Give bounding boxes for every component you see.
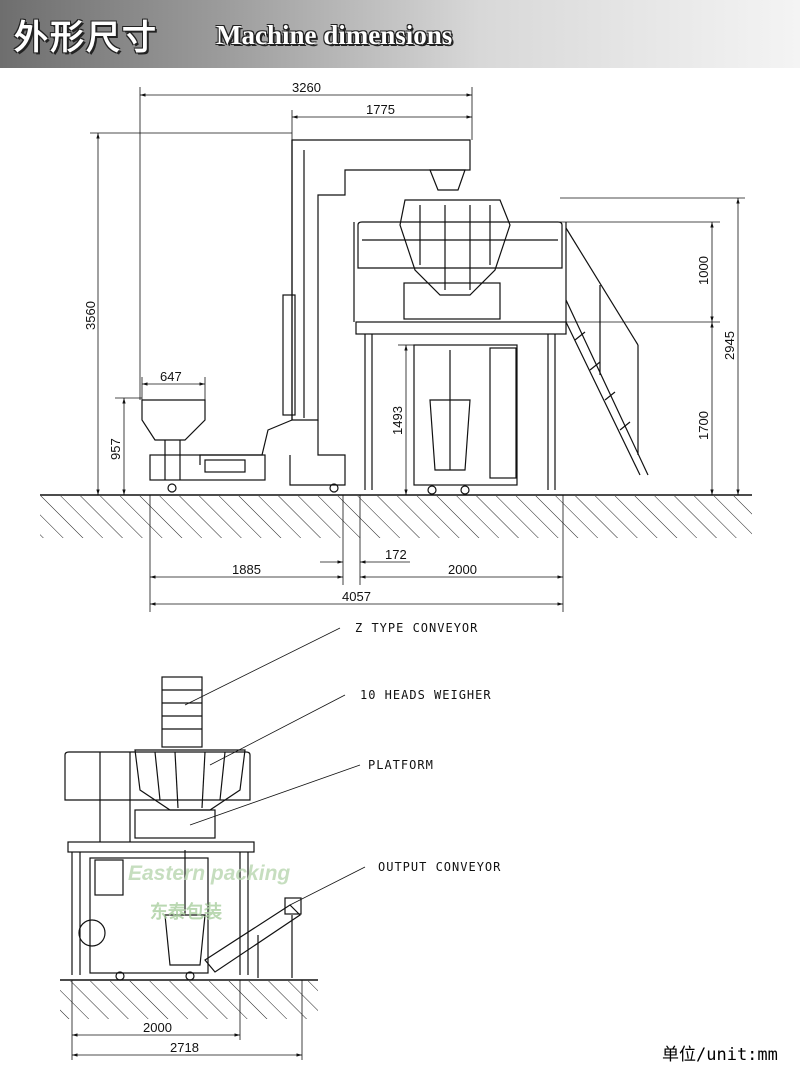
dim-4057: 4057 (342, 589, 371, 604)
front-dimensions (71, 980, 303, 1060)
side-view: 3260 1775 3560 647 957 1000 2945 1700 14… (40, 80, 752, 612)
title-english: Machine dimensions (216, 20, 453, 50)
dim-2945: 2945 (722, 331, 737, 360)
dim-front-2000: 2000 (143, 1020, 172, 1035)
component-labels: Z TYPE CONVEYOR 10 HEADS WEIGHER PLATFOR… (355, 621, 501, 874)
dim-1775: 1775 (366, 102, 395, 117)
label-platform: PLATFORM (368, 758, 434, 772)
title-banner: 外形尺寸 Machine dimensions (0, 0, 800, 68)
ground-side (40, 494, 752, 538)
technical-drawing: 3260 1775 3560 647 957 1000 2945 1700 14… (40, 80, 752, 1060)
dim-1493: 1493 (390, 406, 405, 435)
label-output-conveyor: OUTPUT CONVEYOR (378, 860, 501, 874)
unit-label: 单位/unit:mm (662, 1045, 778, 1065)
side-dimension-labels: 3260 1775 3560 647 957 1000 2945 1700 14… (83, 80, 737, 604)
dim-3260: 3260 (292, 80, 321, 95)
label-z-type-conveyor: Z TYPE CONVEYOR (355, 621, 478, 635)
dim-1700: 1700 (696, 411, 711, 440)
dim-1000: 1000 (696, 256, 711, 285)
watermark-cn: 东泰包装 (150, 902, 222, 923)
label-10-heads-weigher: 10 HEADS WEIGHER (360, 688, 492, 702)
machine-front (64, 676, 302, 981)
front-dimension-labels: 2000 2718 (143, 1020, 199, 1055)
dim-1885: 1885 (232, 562, 261, 577)
side-dimensions (90, 87, 745, 612)
leader-lines (184, 627, 366, 906)
dim-172: 172 (385, 547, 407, 562)
ground-front (60, 979, 318, 1019)
title-chinese: 外形尺寸 (14, 18, 158, 58)
z-conveyor-side (141, 139, 471, 493)
front-view: Z TYPE CONVEYOR 10 HEADS WEIGHER PLATFOR… (60, 621, 501, 1060)
dim-3560: 3560 (83, 301, 98, 330)
dim-front-2718: 2718 (170, 1040, 199, 1055)
watermark-logo: Eastern packing (128, 862, 291, 885)
dim-2000: 2000 (448, 562, 477, 577)
dim-957: 957 (108, 438, 123, 460)
weigher-platform-side (353, 199, 649, 495)
dim-647: 647 (160, 369, 182, 384)
